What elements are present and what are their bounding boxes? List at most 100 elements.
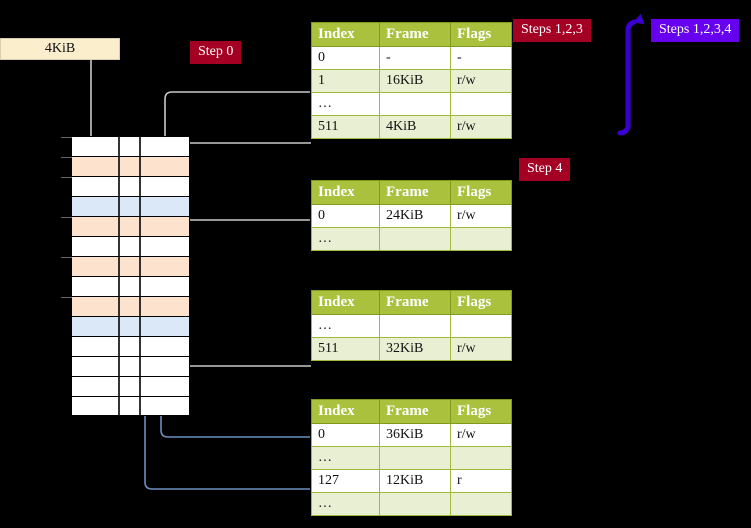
table-cell-flags: r bbox=[450, 469, 512, 493]
table-cell-index: 127 bbox=[311, 469, 380, 493]
memory-frame-row bbox=[71, 336, 190, 356]
memory-grid-divider bbox=[139, 136, 141, 416]
wire-pd-to-grid bbox=[179, 316, 311, 367]
table-header-index: Index bbox=[311, 22, 380, 47]
table-cell-flags: r/w bbox=[450, 204, 512, 228]
table-cell-frame bbox=[379, 227, 451, 251]
memory-grid-divider bbox=[118, 136, 120, 416]
table-cell-index: … bbox=[311, 492, 380, 516]
table-cell-frame: - bbox=[379, 46, 451, 70]
table-cell-flags: - bbox=[450, 46, 512, 70]
table-cell-frame bbox=[379, 92, 451, 116]
page-size-box: 4KiB bbox=[0, 38, 120, 60]
table-cell-index: 1 bbox=[311, 69, 380, 93]
table-header-frame: Frame bbox=[379, 290, 451, 315]
table-cell-flags: r/w bbox=[450, 337, 512, 361]
table-row: 0-- bbox=[311, 46, 512, 70]
memory-frame-tick bbox=[61, 297, 72, 298]
badge-step-0: Step 0 bbox=[190, 41, 242, 64]
table-header-frame: Frame bbox=[379, 22, 451, 47]
memory-frame-row bbox=[71, 236, 190, 256]
table-cell-frame: 12KiB bbox=[379, 469, 451, 493]
memory-frame-row bbox=[71, 376, 190, 396]
memory-frame-tick bbox=[61, 217, 72, 218]
badge-step-4-label: Step 4 bbox=[527, 161, 563, 176]
memory-frame-row bbox=[71, 196, 190, 216]
table-cell-frame: 24KiB bbox=[379, 204, 451, 228]
memory-frame-row bbox=[61, 296, 190, 316]
badge-step-4: Step 4 bbox=[519, 158, 571, 181]
table-cell-frame: 4KiB bbox=[379, 115, 451, 139]
table-header-flags: Flags bbox=[450, 399, 512, 424]
table-cell-frame bbox=[379, 446, 451, 470]
table-cell-index: … bbox=[311, 446, 380, 470]
memory-frame-row bbox=[61, 176, 190, 196]
table-cell-flags bbox=[450, 492, 512, 516]
memory-frame-tick bbox=[61, 177, 72, 178]
table-cell-flags: r/w bbox=[450, 423, 512, 447]
table-cell-index: 511 bbox=[311, 337, 380, 361]
memory-frame-row bbox=[71, 316, 190, 336]
table-header-frame: Frame bbox=[379, 180, 451, 205]
table-cell-frame bbox=[379, 492, 451, 516]
table-cell-index: 511 bbox=[311, 115, 380, 139]
table-cell-frame: 36KiB bbox=[379, 423, 451, 447]
table-header-frame: Frame bbox=[379, 399, 451, 424]
memory-frame-row bbox=[61, 136, 190, 156]
badge-steps-1234-label: Steps 1,2,3,4 bbox=[659, 22, 732, 37]
memory-frame-row bbox=[71, 356, 190, 376]
memory-frame-row bbox=[61, 216, 190, 236]
table-cell-index: … bbox=[311, 92, 380, 116]
memory-frame-row bbox=[71, 276, 190, 296]
table-cell-frame bbox=[379, 314, 451, 338]
table-row: … bbox=[311, 314, 512, 338]
table-cell-flags bbox=[450, 227, 512, 251]
badge-steps-1234: Steps 1,2,3,4 bbox=[651, 19, 740, 42]
table-row: … bbox=[311, 492, 512, 516]
steps-bracket-arrow bbox=[617, 13, 645, 136]
memory-frame-tick bbox=[61, 157, 72, 158]
table-header-flags: Flags bbox=[450, 290, 512, 315]
table-cell-index: 0 bbox=[311, 423, 380, 447]
table-header-index: Index bbox=[311, 180, 380, 205]
table-row: … bbox=[311, 446, 512, 470]
table-cell-index: … bbox=[311, 314, 380, 338]
table-header-index: Index bbox=[311, 399, 380, 424]
wire-pdpt-to-grid bbox=[175, 219, 311, 259]
table-cell-index: … bbox=[311, 227, 380, 251]
memory-frame-row bbox=[61, 256, 190, 276]
table-cell-flags bbox=[450, 92, 512, 116]
table-cell-flags bbox=[450, 314, 512, 338]
badge-step-0-label: Step 0 bbox=[198, 44, 234, 59]
table-cell-index: 0 bbox=[311, 46, 380, 70]
table-cell-flags: r/w bbox=[450, 69, 512, 93]
memory-frame-tick bbox=[61, 257, 72, 258]
table-row: … bbox=[311, 92, 512, 116]
table-header-index: Index bbox=[311, 290, 380, 315]
badge-steps-123-label: Steps 1,2,3 bbox=[521, 22, 583, 37]
table-cell-frame: 32KiB bbox=[379, 337, 451, 361]
table-header-flags: Flags bbox=[450, 180, 512, 205]
table-row: … bbox=[311, 227, 512, 251]
memory-frame-tick bbox=[61, 137, 72, 138]
table-cell-flags bbox=[450, 446, 512, 470]
table-header-flags: Flags bbox=[450, 22, 512, 47]
table-cell-frame: 16KiB bbox=[379, 69, 451, 93]
table-cell-flags: r/w bbox=[450, 115, 512, 139]
badge-steps-123: Steps 1,2,3 bbox=[513, 19, 591, 42]
table-cell-index: 0 bbox=[311, 204, 380, 228]
memory-frame-row bbox=[71, 396, 190, 416]
page-size-label: 4KiB bbox=[44, 41, 76, 56]
memory-frame-row bbox=[61, 156, 190, 176]
memory-grid bbox=[61, 136, 190, 416]
